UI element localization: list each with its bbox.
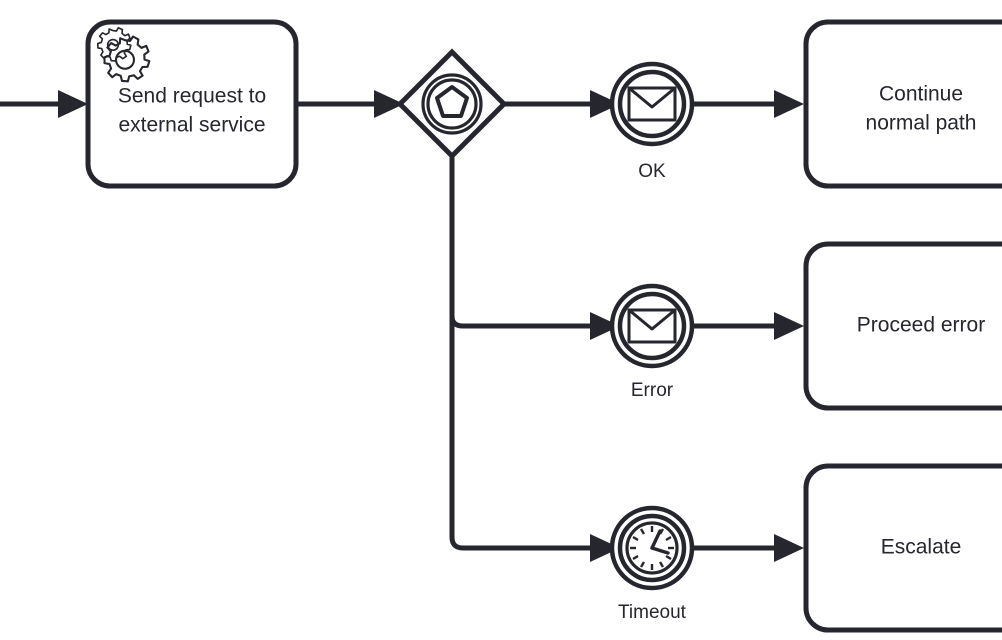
envelope-icon <box>627 86 677 122</box>
node-event-ok[interactable]: OK <box>609 61 695 182</box>
event-timeout-label: Timeout <box>618 602 687 623</box>
flow-gateway-to-timeout <box>463 534 620 562</box>
node-service-task[interactable]: Send request to external service <box>85 19 299 189</box>
pentagon-icon <box>435 85 469 118</box>
node-event-based-gateway[interactable] <box>396 48 508 160</box>
flow-gateway-to-ok <box>504 90 620 118</box>
flow-incoming-to-service-task <box>0 90 88 118</box>
task-continue-label-line1: Continue <box>879 83 963 106</box>
flow-gateway-to-error <box>449 312 620 340</box>
node-task-escalate[interactable]: Escalate <box>803 463 1002 633</box>
task-continue-label-line2: normal path <box>866 112 977 135</box>
flow-service-task-to-gateway <box>296 90 404 118</box>
event-error-label: Error <box>631 380 674 401</box>
node-task-proceed-error[interactable]: Proceed error <box>803 241 1002 411</box>
flow-error-to-proceed-error <box>692 312 804 340</box>
task-escalate-label: Escalate <box>881 536 962 559</box>
node-event-error[interactable]: Error <box>609 283 695 401</box>
flow-gateway-branch-trunk <box>449 156 470 551</box>
flow-timeout-to-escalate <box>692 534 804 562</box>
clock-icon <box>625 521 679 575</box>
service-task-label-line1: Send request to <box>118 85 266 108</box>
event-ok-label: OK <box>638 161 666 182</box>
gear-icon <box>97 26 151 83</box>
envelope-icon <box>627 308 677 344</box>
node-task-continue[interactable]: Continue normal path <box>803 19 1002 189</box>
flow-ok-to-continue <box>692 90 804 118</box>
service-task-label-line2: external service <box>118 114 265 137</box>
node-event-timeout[interactable]: Timeout <box>609 505 695 623</box>
task-proceed-error-label: Proceed error <box>857 314 985 337</box>
